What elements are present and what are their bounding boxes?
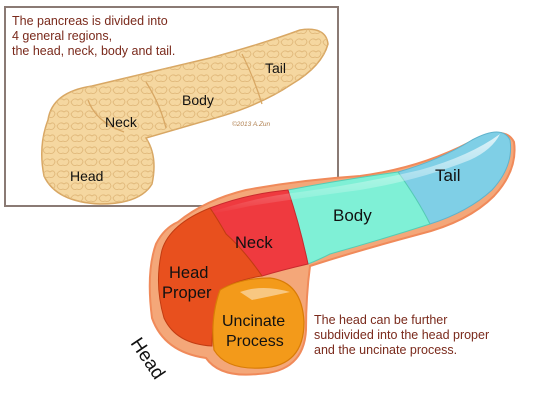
bottom-label-neck: Neck <box>235 234 273 252</box>
intro-caption: The pancreas is divided into 4 general r… <box>12 14 176 58</box>
copyright-mark: ©2013 A.Zun <box>232 120 271 128</box>
bottom-label-head-proper-1: Head <box>169 264 208 282</box>
top-label-tail: Tail <box>265 60 286 76</box>
top-pancreas <box>41 28 329 205</box>
bottom-label-uncinate-1: Uncinate <box>222 313 285 330</box>
bottom-label-head-proper-2: Proper <box>162 284 212 302</box>
bottom-pancreas <box>148 131 516 376</box>
top-label-head: Head <box>70 168 103 184</box>
bottom-label-body: Body <box>333 206 372 225</box>
bottom-label-head-side: Head <box>126 334 169 383</box>
top-label-body: Body <box>182 92 214 108</box>
bottom-label-uncinate-2: Process <box>226 333 284 350</box>
bottom-label-tail: Tail <box>435 166 461 185</box>
head-subdivision-caption: The head can be further subdivided into … <box>314 313 490 357</box>
top-label-neck: Neck <box>105 114 138 130</box>
